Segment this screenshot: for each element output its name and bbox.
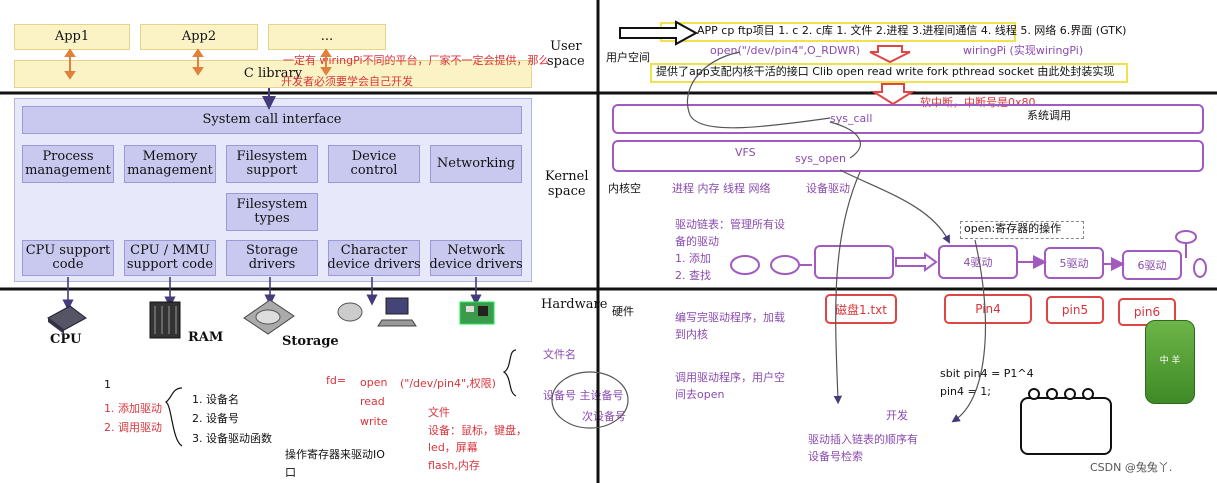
app-big-arrow: [620, 22, 696, 44]
red-down-arrows: [870, 46, 912, 104]
app-arrows: [66, 50, 330, 78]
storage-icon: [244, 300, 294, 334]
driver-chain: [731, 231, 1206, 277]
brace-marks: [166, 350, 628, 446]
cpu-icon: [48, 306, 86, 334]
flow-curves: [687, 52, 985, 420]
peripherals-icon: [338, 298, 416, 326]
ram-icon: [150, 302, 180, 338]
network-card-icon: [460, 302, 494, 324]
chip-pins: [1029, 389, 1093, 399]
